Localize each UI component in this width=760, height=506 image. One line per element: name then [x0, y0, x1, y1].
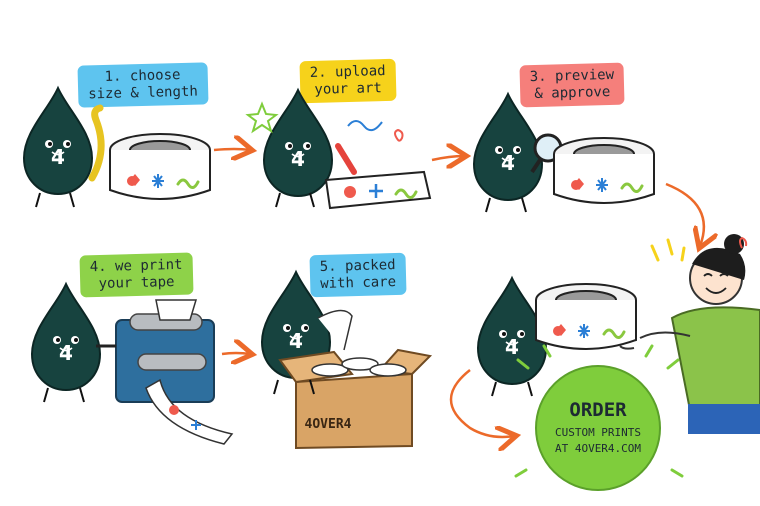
- box-brand-label: 4OVER4: [305, 417, 352, 432]
- customer-sweater: [670, 306, 760, 411]
- mascot-drop-icon: [23, 87, 93, 195]
- tape-measure-icon: [88, 104, 105, 182]
- order-cta-badge[interactable]: [535, 365, 661, 491]
- step-1-scene: 4: [23, 87, 212, 208]
- squiggle-icon: [347, 120, 383, 132]
- tape-roll-icon: [552, 136, 656, 205]
- step-5-scene: 4 4OVER4: [261, 271, 433, 450]
- heart-icon: [394, 128, 404, 142]
- arrow-icon: [213, 149, 250, 150]
- mascot-badge: 4: [59, 341, 73, 365]
- mascot-badge: 4: [51, 145, 65, 169]
- order-title[interactable]: ORDER: [569, 399, 627, 421]
- arrow-icon: [221, 353, 250, 354]
- arrow-icon: [449, 369, 514, 437]
- tape-roll-icon: [534, 282, 638, 351]
- arrow-icon: [431, 156, 464, 160]
- order-line-1[interactable]: CUSTOM PRINTS: [555, 426, 641, 439]
- pen-icon: [335, 143, 357, 175]
- star-icon: [245, 101, 279, 134]
- sparkle-icon: [650, 238, 686, 262]
- tape-roll-icon: [108, 132, 212, 201]
- mascot-badge: 4: [291, 147, 305, 171]
- order-line-2[interactable]: AT 4OVER4.COM: [555, 442, 641, 455]
- mascot-badge: 4: [289, 329, 303, 353]
- mascot-drop-icon: [473, 93, 543, 201]
- mascot-badge: 4: [501, 151, 515, 175]
- mascot-drop-icon: [31, 283, 101, 391]
- order-cta[interactable]: ORDER CUSTOM PRINTS AT 4OVER4.COM: [514, 344, 684, 491]
- heart-icon: [739, 236, 748, 249]
- step-6-scene: 4: [477, 234, 760, 434]
- mascot-badge: 4: [505, 335, 519, 359]
- shipping-box-icon: [295, 372, 413, 450]
- arrow-icon: [665, 182, 704, 246]
- step-2-scene: 4: [245, 89, 432, 210]
- step-3-scene: 4: [473, 93, 656, 213]
- burst-icon: [514, 344, 684, 478]
- step-4-scene: 4: [31, 283, 234, 445]
- mascot-drop-icon: [263, 89, 333, 197]
